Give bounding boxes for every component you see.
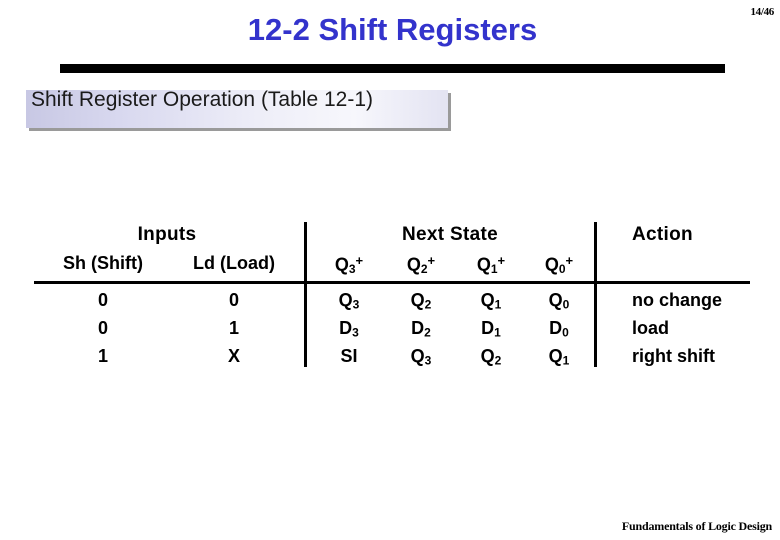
cell-sh: 0 [97, 290, 108, 310]
cell-ld: 0 [228, 290, 239, 310]
cell-next-q1: Q1 [548, 346, 570, 368]
shift-register-operation-table: Inputs Next State Action Sh (Shift) Ld (… [34, 220, 750, 370]
table-column-header-q3-next: Q3+ [334, 253, 364, 277]
cell-next-q1: Q1 [480, 290, 502, 312]
table-row: 0 0 Q3 Q2 Q1 Q0 no change [34, 288, 750, 316]
table-row: 1 X SI Q3 Q2 Q1 right shift [34, 344, 750, 372]
cell-next-d0: D0 [549, 318, 569, 340]
cell-sh: 0 [97, 318, 108, 338]
cell-next-d2: D2 [411, 318, 431, 340]
table-header-divider-horizontal [34, 281, 750, 284]
cell-action: load [632, 318, 670, 338]
table-row: 0 1 D3 D2 D1 D0 load [34, 316, 750, 344]
table-column-header-q0-next: Q0+ [544, 253, 574, 277]
table-group-header-action: Action [632, 224, 693, 245]
subtitle-plaque-background [26, 90, 448, 128]
cell-next-d1: D1 [481, 318, 501, 340]
cell-next-q0: Q0 [548, 290, 570, 312]
page-number: 14/46 [750, 6, 774, 18]
cell-action: right shift [632, 346, 715, 366]
table-group-header-inputs: Inputs [137, 224, 197, 245]
table-column-header-ld: Ld (Load) [193, 253, 275, 273]
cell-next-q3: Q3 [338, 290, 360, 312]
cell-next-q3: Q3 [410, 346, 432, 368]
table-group-header-next-state: Next State [402, 224, 498, 245]
page-title: 12-2 Shift Registers [247, 12, 538, 47]
table-column-header-q2-next: Q2+ [406, 253, 436, 277]
table-divider-vertical-nextstate-action [594, 222, 597, 367]
table-column-header-q1-next: Q1+ [476, 253, 506, 277]
cell-next-d3: D3 [339, 318, 359, 340]
cell-action: no change [632, 290, 723, 310]
slide-footer: Fundamentals of Logic Design [621, 519, 772, 533]
cell-next-q2: Q2 [410, 290, 432, 312]
cell-next-q2: Q2 [480, 346, 502, 368]
subtitle-plaque-container: Shift Register Operation (Table 12-1) [26, 88, 448, 128]
cell-ld: X [227, 346, 240, 366]
cell-ld: 1 [228, 318, 239, 338]
subtitle-text: Shift Register Operation (Table 12-1) [31, 88, 373, 111]
table-divider-vertical-inputs-nextstate [304, 222, 307, 367]
table-column-header-sh: Sh (Shift) [63, 253, 143, 273]
cell-sh: 1 [97, 346, 108, 366]
title-underline-rule [60, 64, 725, 73]
cell-next-si: SI [340, 346, 358, 366]
